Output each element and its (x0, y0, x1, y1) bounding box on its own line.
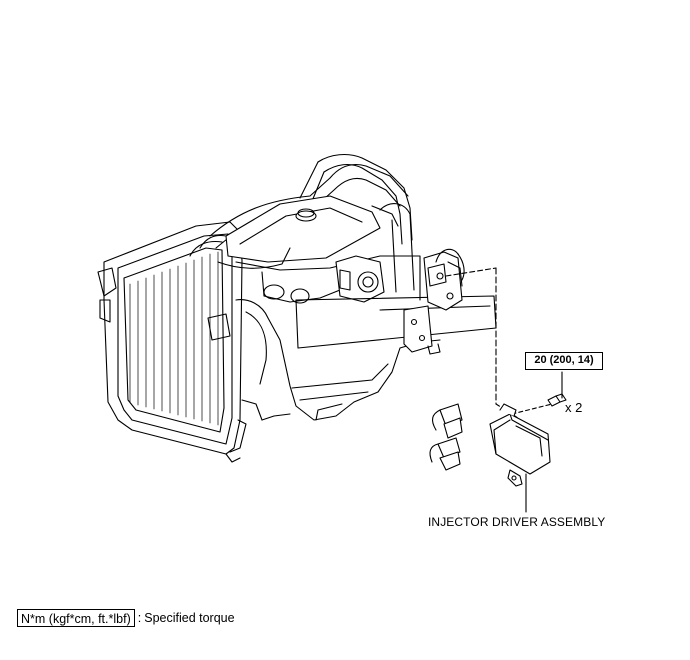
legend-unit-key: N*m (kgf*cm, ft.*lbf) (17, 609, 135, 627)
injector-driver-assembly-illustration (489, 403, 551, 513)
radiator-illustration (97, 221, 247, 463)
bolt-quantity-label: x 2 (565, 400, 583, 415)
wire-connectors-illustration (429, 403, 463, 471)
torque-spec-box: 20 (200, 14) (525, 352, 603, 370)
legend-separator: : (137, 611, 142, 625)
injector-driver-assembly-label: INJECTOR DRIVER ASSEMBLY (428, 515, 606, 529)
torque-legend: N*m (kgf*cm, ft.*lbf) : Specified torque (17, 608, 235, 628)
bolt-illustration (547, 371, 567, 407)
engine-illustration (189, 153, 553, 421)
legend-description: Specified torque (144, 611, 235, 625)
